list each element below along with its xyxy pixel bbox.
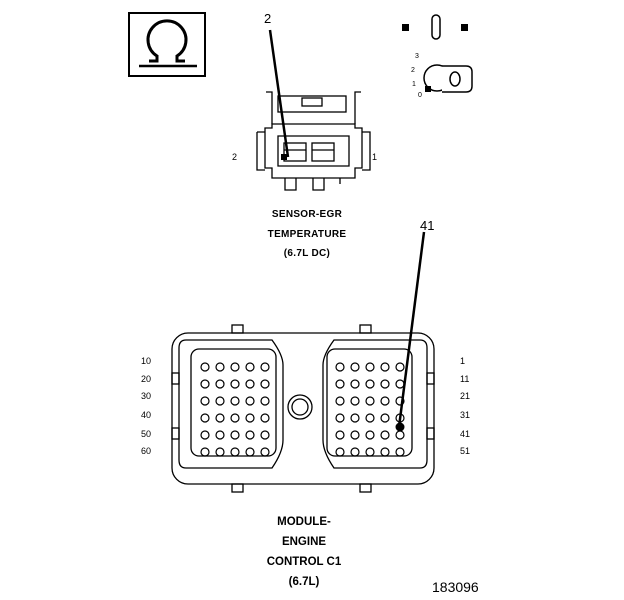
pin-cavity — [395, 447, 405, 457]
pin-cavity — [365, 362, 375, 372]
sensor-name-line-1: SENSOR-EGR — [271, 209, 343, 220]
pin-cavity — [200, 396, 210, 406]
pin-cavity — [230, 430, 240, 440]
module-left-pin-label-5: 50 — [141, 429, 152, 439]
pin-cavity — [335, 430, 345, 440]
pin-cavity — [380, 396, 390, 406]
pin-cavity — [215, 396, 225, 406]
pin-cavity — [365, 396, 375, 406]
pin-cavity — [395, 430, 405, 440]
sensor-connector — [256, 91, 371, 191]
pin-cavity — [245, 396, 255, 406]
module-right-pin-label-5: 41 — [460, 429, 471, 439]
figure-number: 183096 — [432, 579, 479, 595]
module-pin-callout: 41 — [420, 218, 435, 233]
module-pin-grid — [200, 362, 405, 457]
module-left-pin-label-4: 40 — [141, 410, 152, 420]
module-right-pin-label-1: 1 — [460, 356, 466, 366]
pin-cavity — [350, 379, 360, 389]
pin-cavity — [200, 379, 210, 389]
sensor-name-line-3: (6.7L DC) — [283, 248, 331, 259]
module-callout-leader — [397, 231, 426, 428]
pin-cavity — [350, 396, 360, 406]
ignition-position-0: 0 — [418, 92, 422, 99]
pin-cavity — [350, 362, 360, 372]
pin-cavity — [245, 413, 255, 423]
module-name-line-2: ENGINE — [281, 536, 327, 548]
module-name-line-1: MODULE- — [277, 516, 331, 528]
pin-cavity — [200, 430, 210, 440]
pin-cavity — [365, 430, 375, 440]
pin-cavity — [335, 396, 345, 406]
pin-cavity — [335, 362, 345, 372]
pin-cavity — [380, 413, 390, 423]
pin-cavity — [350, 430, 360, 440]
pin-cavity — [230, 413, 240, 423]
pin-cavity — [260, 447, 270, 457]
module-right-pin-label-6: 51 — [460, 446, 471, 456]
pin-cavity — [395, 396, 405, 406]
pin-cavity — [245, 430, 255, 440]
module-left-pin-label-6: 60 — [141, 446, 152, 456]
pin-cavity — [335, 447, 345, 457]
sensor-pin-callout: 2 — [264, 11, 272, 26]
module-right-pin-label-3: 21 — [460, 391, 471, 401]
pin-cavity — [365, 447, 375, 457]
sensor-pin-right-label: 1 — [372, 152, 378, 162]
module-connector — [171, 324, 435, 493]
pin-cavity — [230, 447, 240, 457]
pin-cavity — [395, 362, 405, 372]
pin-cavity — [245, 447, 255, 457]
module-right-pin-label-2: 11 — [460, 374, 470, 384]
pin-cavity — [215, 413, 225, 423]
pin-cavity — [350, 413, 360, 423]
pin-cavity — [335, 413, 345, 423]
module-left-pin-label-1: 10 — [141, 356, 152, 366]
pin-cavity — [350, 447, 360, 457]
pin-cavity — [260, 413, 270, 423]
module-name-line-4: (6.7L) — [288, 576, 320, 588]
ignition-position-1: 1 — [412, 81, 416, 88]
sensor-callout-leader — [268, 29, 290, 158]
ignition-key-icon — [402, 14, 473, 93]
module-left-pin-label-2: 20 — [141, 374, 152, 384]
pin-cavity — [245, 362, 255, 372]
pin-cavity — [380, 379, 390, 389]
pin-cavity — [200, 362, 210, 372]
pin-cavity — [200, 447, 210, 457]
module-left-pin-label-3: 30 — [141, 391, 152, 401]
module-right-pin-label-4: 31 — [460, 410, 471, 420]
pin-cavity — [230, 379, 240, 389]
pin-cavity — [200, 413, 210, 423]
sensor-pin-left-label: 2 — [232, 152, 238, 162]
pin-cavity — [215, 430, 225, 440]
pin-cavity — [215, 379, 225, 389]
ignition-position-3: 3 — [415, 53, 419, 60]
pin-cavity — [365, 379, 375, 389]
pin-cavity — [395, 379, 405, 389]
pin-cavity — [260, 396, 270, 406]
pin-cavity — [365, 413, 375, 423]
pin-cavity — [245, 379, 255, 389]
pin-cavity — [230, 396, 240, 406]
ohm-symbol-icon — [128, 12, 206, 77]
pin-cavity — [380, 430, 390, 440]
pin-cavity — [215, 447, 225, 457]
ignition-position-2: 2 — [411, 67, 415, 74]
sensor-name-line-2: TEMPERATURE — [267, 229, 347, 240]
pin-cavity — [260, 379, 270, 389]
module-name-line-3: CONTROL C1 — [266, 556, 342, 568]
pin-cavity — [230, 362, 240, 372]
pin-cavity — [260, 430, 270, 440]
pin-cavity — [215, 362, 225, 372]
pin-cavity — [380, 362, 390, 372]
pin-cavity — [335, 379, 345, 389]
pin-cavity — [380, 447, 390, 457]
pin-cavity — [260, 362, 270, 372]
